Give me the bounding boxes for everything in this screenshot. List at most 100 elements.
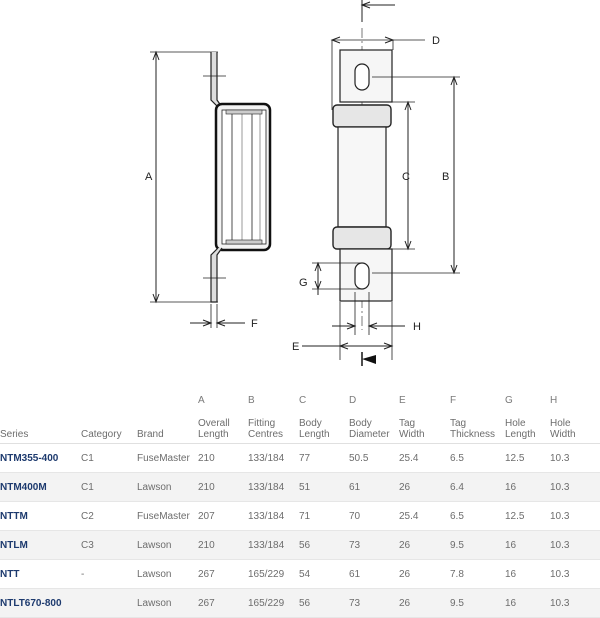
table-cell: 61 [349,559,399,589]
series-cell: NTLM [0,530,81,560]
table-cell: 73 [349,588,399,618]
table-cell [81,588,137,618]
series-cell: NTTM [0,501,81,531]
column-header-text: Width [550,429,576,440]
table-cell: 56 [299,530,349,560]
table-cell: 26 [399,559,450,589]
table-cell: 26 [399,472,450,502]
table-cell: 61 [349,472,399,502]
table-cell: 16 [505,530,550,560]
dim-label-a: A [145,171,153,183]
table-cell: 165/229 [248,588,299,618]
table-cell: 6.4 [450,472,505,502]
table-cell: 77 [299,443,349,473]
column-letter [137,392,198,406]
column-header-text: Thickness [450,429,496,440]
table-cell: 210 [198,530,248,560]
column-letter: C [299,395,307,406]
series-cell: NTM400M [0,472,81,502]
table-cell: FuseMaster [137,443,198,473]
column-header-text: Body [349,418,372,429]
table-cell: 12.5 [505,443,550,473]
table-cell: 10.3 [550,559,600,589]
column-header-text: Tag [399,418,416,429]
fuse-side-view [150,50,272,328]
series-cell: NTT [0,559,81,589]
table-cell: 133/184 [248,530,299,560]
column-header-text: Fitting [248,418,276,429]
column-header-text: Width [399,429,425,440]
dim-label-e: E [292,341,299,353]
table-cell: 10.3 [550,472,600,502]
dim-label-d: D [432,35,440,47]
table-cell: 10.3 [550,501,600,531]
column-letter: A [198,395,205,406]
table-cell: 10.3 [550,530,600,560]
dim-label-f: F [251,318,258,330]
dim-label-b: B [442,171,449,183]
column-header-text: Overall [198,418,230,429]
dim-label-h: H [413,321,421,333]
column-letter: D [349,395,357,406]
table-cell: 6.5 [450,443,505,473]
dim-label-g: G [299,277,308,289]
fuse-dimension-drawing: A B C D E F G H [145,0,460,366]
table-cell: 6.5 [450,501,505,531]
table-cell: C2 [81,501,137,531]
table-cell: 71 [299,501,349,531]
column-header: Series [0,406,81,444]
column-header-text: Series [0,429,29,440]
column-header-text: Diameter [349,429,390,440]
column-header-text: Hole [505,418,526,429]
column-letter: E [399,395,406,406]
table-cell: Lawson [137,530,198,560]
table-cell: 267 [198,588,248,618]
table-cell: 16 [505,472,550,502]
table-cell: 207 [198,501,248,531]
column-letter: F [450,395,457,406]
column-header-text: Length [198,429,229,440]
table-cell: 9.5 [450,588,505,618]
column-header-text: Centres [248,429,284,440]
table-cell: 56 [299,588,349,618]
column-header: Brand [137,406,198,444]
table-cell: 133/184 [248,443,299,473]
column-letter: G [505,395,513,406]
column-letter [0,392,81,406]
table-cell: 25.4 [399,443,450,473]
fuse-front-view [302,0,460,366]
table-cell: 10.3 [550,588,600,618]
table-cell: 267 [198,559,248,589]
table-cell: 10.3 [550,443,600,473]
table-cell: 54 [299,559,349,589]
table-cell: FuseMaster [137,501,198,531]
table-cell: 73 [349,530,399,560]
series-cell: NTLT670-800 [0,588,81,618]
table-cell: Lawson [137,559,198,589]
table-cell: Lawson [137,472,198,502]
column-header-text: Category [81,429,122,440]
table-cell: 9.5 [450,530,505,560]
dim-label-c: C [402,171,410,183]
table-cell: 7.8 [450,559,505,589]
table-cell: - [81,559,137,589]
table-cell: 12.5 [505,501,550,531]
column-header-text: Body [299,418,322,429]
column-letter [81,392,137,406]
series-cell: NTM355-400 [0,443,81,473]
